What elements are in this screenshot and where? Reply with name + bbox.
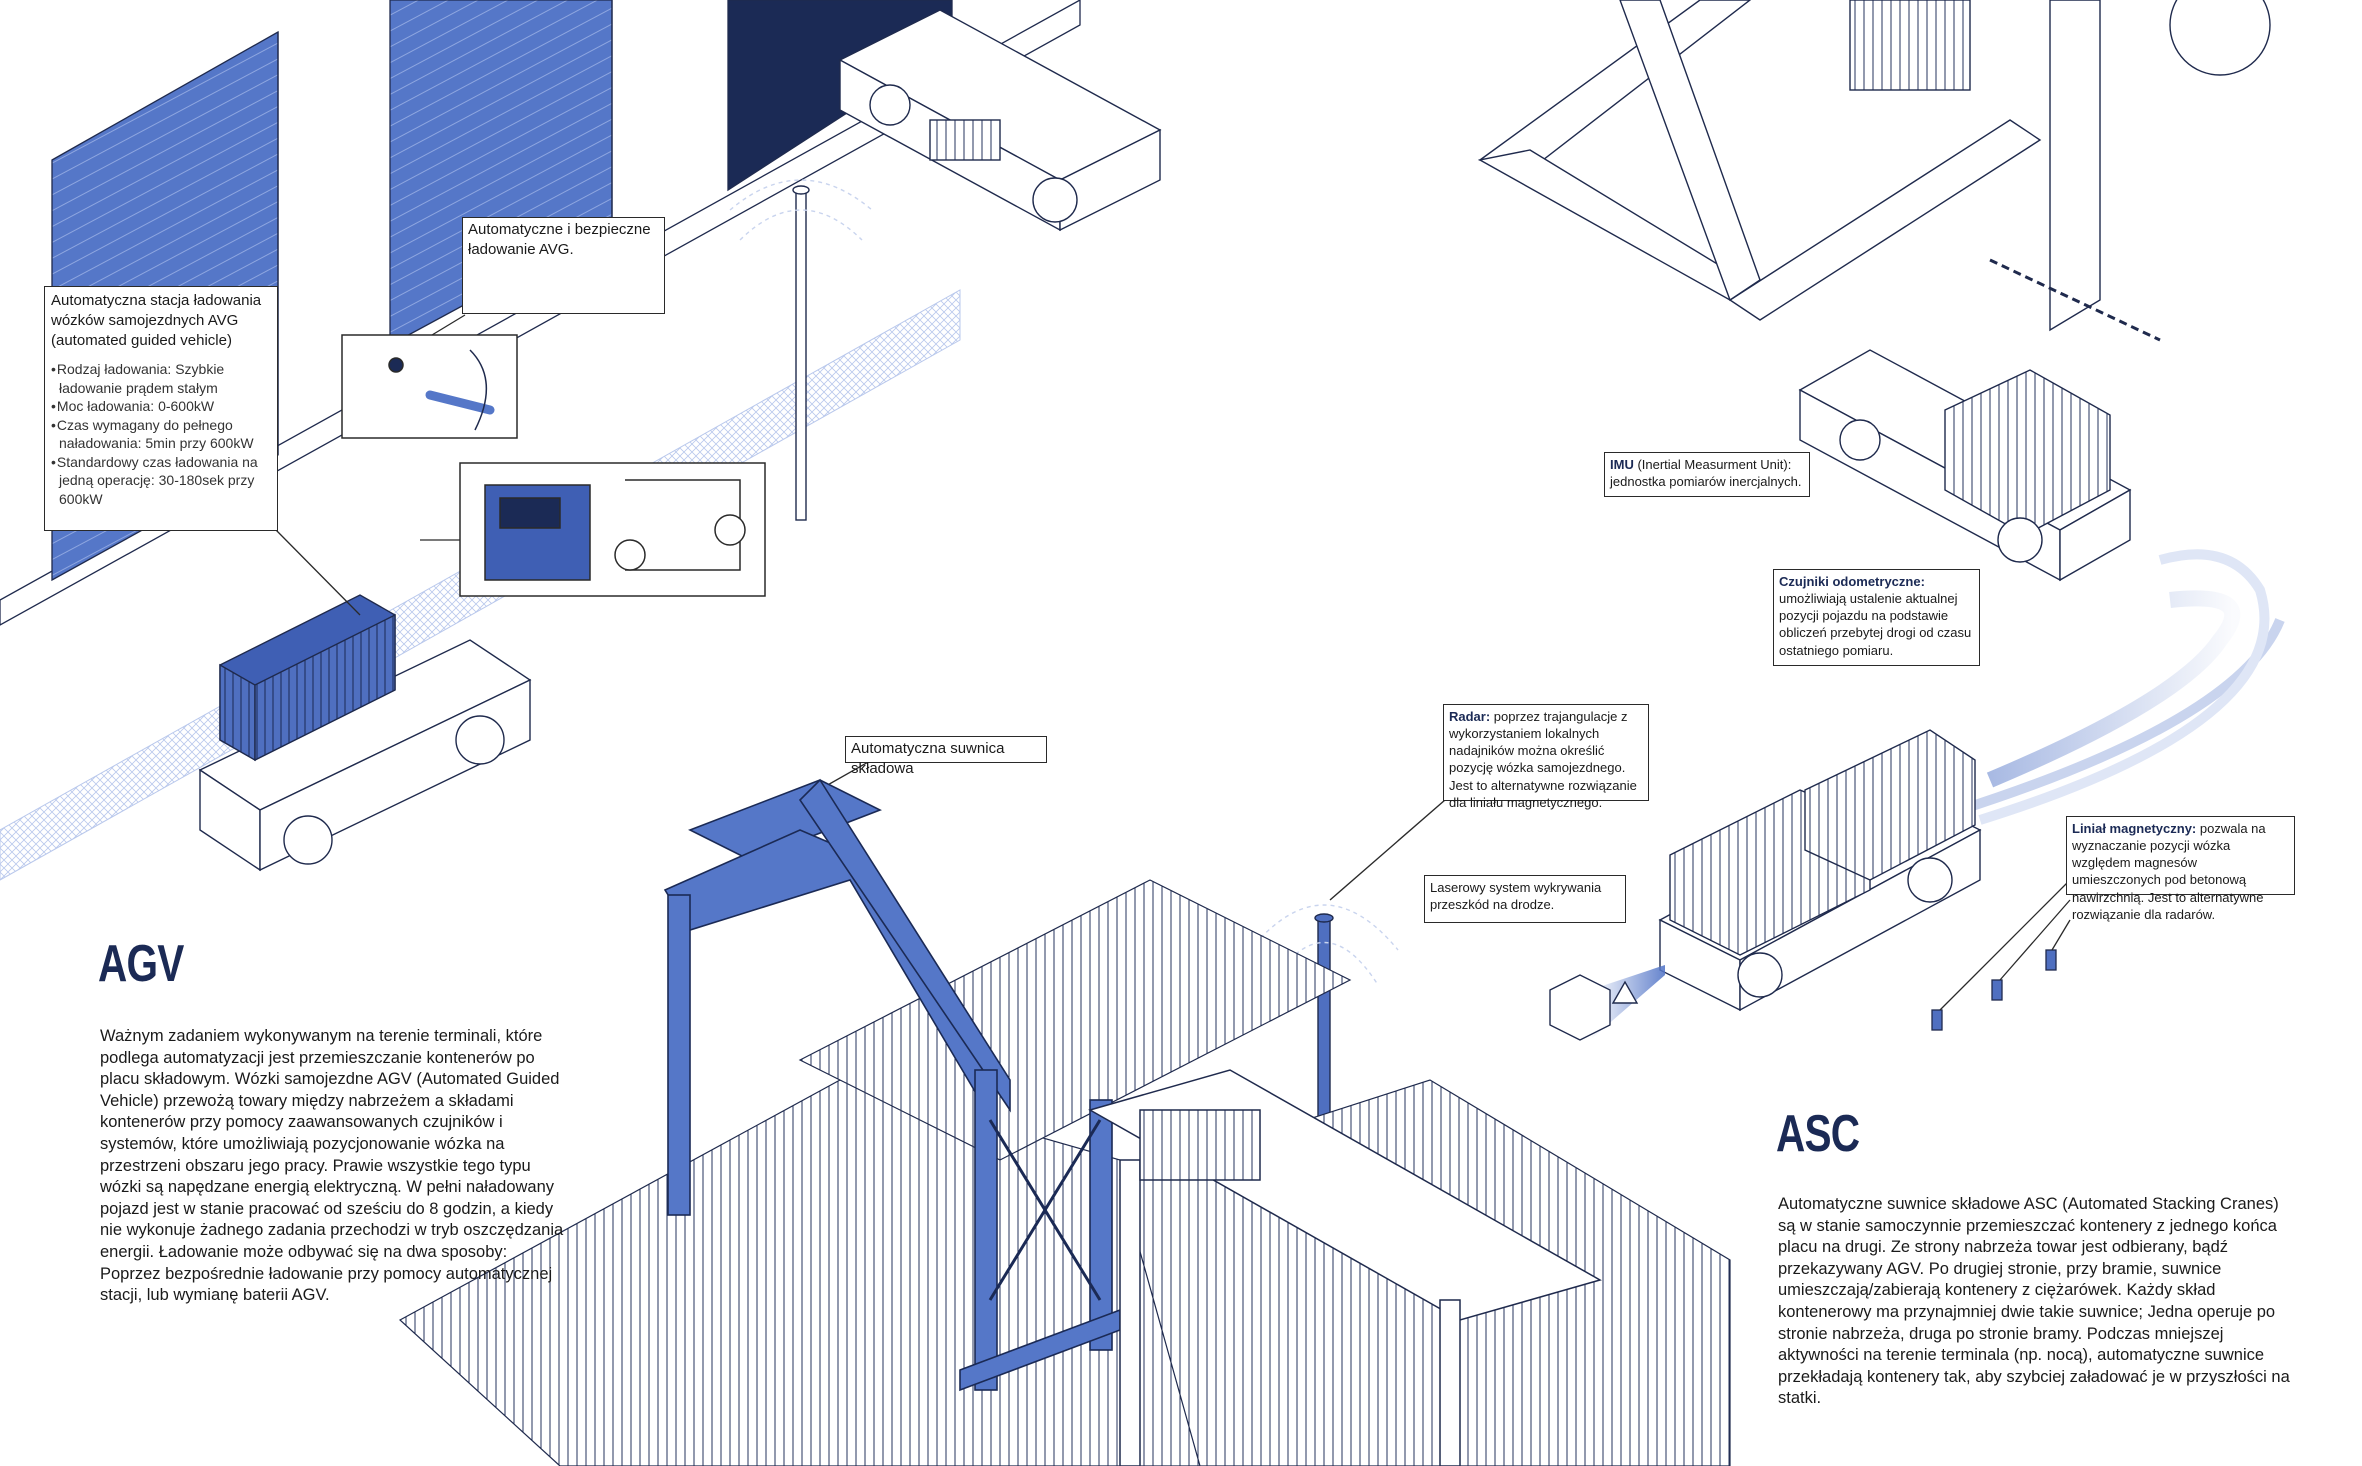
callout-laser: Laserowy system wykrywania przeszkód na … (1424, 875, 1626, 923)
laser-obstacle (1549, 965, 1665, 1041)
agv-blue-container (198, 594, 532, 872)
agv-heading: AGV (98, 935, 184, 993)
callout-odometric-text: umożliwiają ustalenie aktualnej pozycji … (1779, 591, 1972, 658)
callout-charging-station-title: Automatyczna stacja ładowania wózków sam… (51, 292, 262, 349)
callout-odometric-bold: Czujniki odometryczne: (1779, 574, 1925, 589)
charging-spec-item: Standardowy czas ładowania na jedną oper… (51, 453, 271, 508)
callout-safe-charging: Automatyczne i bezpieczne ładowanie AVG. (462, 217, 665, 314)
callout-imu: IMU (Inertial Measurment Unit): jednostk… (1604, 452, 1810, 497)
charging-spec-item: Czas wymagany do pełnego naładowania: 5m… (51, 416, 271, 453)
charger-inset-2 (459, 462, 766, 597)
quay-crane (1478, 0, 2271, 342)
magnetic-markers (1931, 879, 2071, 1031)
container-yard (398, 879, 1731, 1466)
charger-inset-1 (341, 334, 518, 439)
callout-radar-bold: Radar: (1449, 709, 1491, 724)
agv-charging-top (838, 9, 1162, 232)
callout-magnetic-text: pozwala na wyznaczanie pozycji wózka wzg… (2072, 821, 2266, 922)
blue-stacking-crane (663, 778, 1121, 1392)
callout-imu-bold: IMU (1610, 457, 1634, 472)
callout-safe-charging-text: Automatyczne i bezpieczne ładowanie AVG. (468, 221, 651, 258)
charging-spec-item: Rodzaj ładowania: Szybkie ładowanie prąd… (51, 360, 271, 397)
callout-magnetic-bold: Liniał magnetyczny: (2072, 821, 2197, 836)
charging-spec-item: Moc ładowania: 0-600kW (51, 397, 271, 415)
callout-stacking-crane-text: Automatyczna suwnica składowa (851, 740, 1005, 777)
callout-radar: Radar: poprzez trajangulacje z wykorzyst… (1443, 704, 1649, 810)
agv-path-trail (1958, 549, 2285, 825)
callout-imu-text: (Inertial Measurment Unit): jednostka po… (1610, 457, 1802, 490)
callout-stacking-crane: Automatyczna suwnica składowa (845, 736, 1047, 777)
agv-asc (1658, 729, 1982, 1012)
asc-heading: ASC (1776, 1105, 1860, 1163)
agv-imu (1798, 349, 2132, 582)
callout-laser-text: Laserowy system wykrywania przeszkód na … (1430, 880, 1602, 913)
callout-charging-station: Automatyczna stacja ładowania wózków sam… (44, 286, 278, 531)
callout-odometric: Czujniki odometryczne: umożliwiają ustal… (1773, 569, 1980, 666)
charging-spec-list: Rodzaj ładowania: Szybkie ładowanie prąd… (51, 360, 271, 508)
callout-magnetic: Liniał magnetyczny: pozwala na wyznaczan… (2066, 816, 2295, 922)
agv-body: Ważnym zadaniem wykonywanym na terenie t… (100, 1027, 564, 1305)
asc-body: Automatyczne suwnice składowe ASC (Autom… (1778, 1195, 2290, 1408)
white-stacking-crane (1088, 1069, 1602, 1466)
charging-pole (729, 179, 873, 521)
callout-radar-text: poprzez trajangulacje z wykorzystaniem l… (1449, 709, 1637, 810)
